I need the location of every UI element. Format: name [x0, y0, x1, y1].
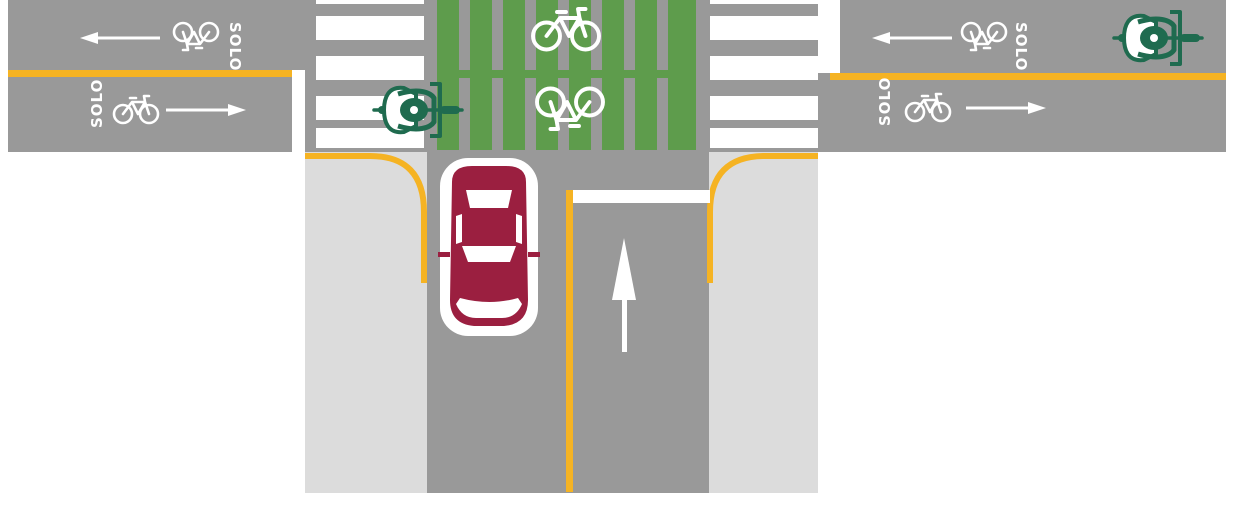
centerline-left	[8, 70, 292, 77]
stop-bar-left	[292, 70, 305, 152]
bike-lane-label: SOLO	[876, 77, 894, 126]
car-icon	[438, 158, 540, 336]
bike-lane-label: SOLO	[1012, 22, 1030, 71]
bike-lane-label: SOLO	[226, 22, 244, 71]
edge-line-left	[8, 152, 305, 157]
arrow-icon	[612, 238, 636, 352]
centerline-right	[830, 73, 1226, 80]
crosswalk-left	[316, 0, 424, 148]
curb-right	[707, 153, 818, 283]
bike-lane-label: SOLO	[88, 79, 106, 128]
crosswalk-right	[710, 0, 818, 148]
sidewalk-left	[305, 152, 427, 493]
stop-bar-approach	[567, 190, 710, 203]
centerline-approach	[566, 190, 573, 492]
curb-left	[305, 153, 427, 283]
stop-bar-right	[818, 0, 830, 73]
sidewalk-right	[709, 152, 818, 493]
edge-line-right	[832, 152, 1226, 157]
right-lane-top-line	[830, 0, 840, 73]
